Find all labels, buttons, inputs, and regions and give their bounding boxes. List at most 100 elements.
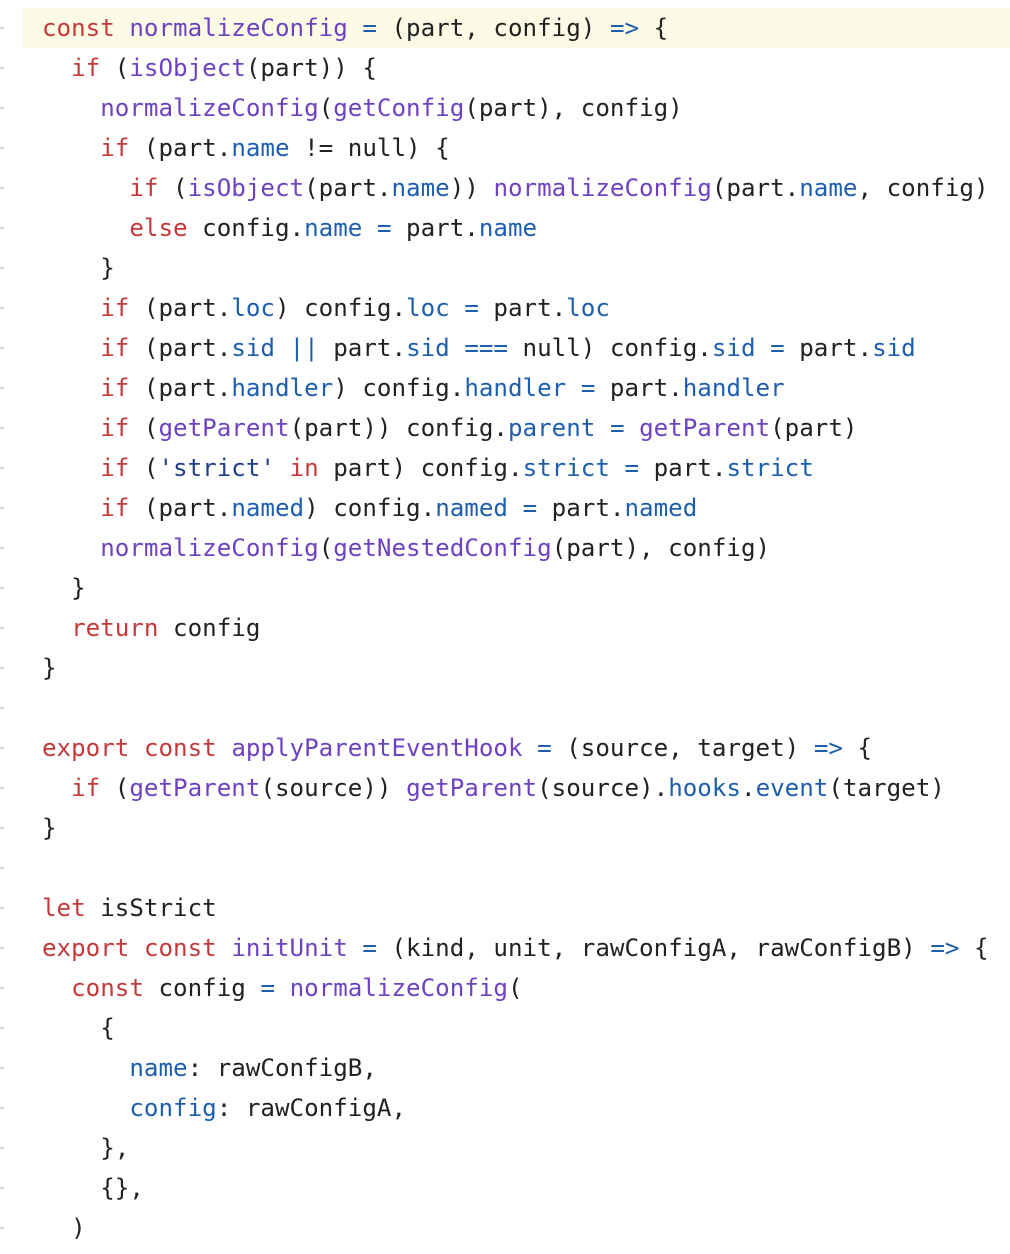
code-line-text: ) <box>0 1208 86 1248</box>
code-token: } <box>42 654 57 682</box>
code-token: { <box>959 934 989 962</box>
code-line[interactable]: if (part.loc) config.loc = part.loc <box>0 288 1010 328</box>
gutter-marker <box>0 347 4 349</box>
code-token: = <box>522 494 538 522</box>
code-token: = <box>362 14 377 42</box>
code-token: name <box>304 214 363 242</box>
gutter-marker <box>0 547 4 549</box>
code-token: = <box>580 374 596 402</box>
code-token: in <box>289 454 319 482</box>
code-token <box>348 934 363 962</box>
code-token <box>523 734 538 762</box>
code-line-text: if (part.loc) config.loc = part.loc <box>0 288 610 328</box>
code-token: ( <box>318 94 334 122</box>
code-line[interactable]: if ('strict' in part) config.strict = pa… <box>0 448 1010 488</box>
gutter-marker <box>0 67 4 69</box>
code-token: if <box>100 294 130 322</box>
code-line[interactable]: if (part.name != null) { <box>0 128 1010 168</box>
code-token: = <box>770 334 785 362</box>
code-line[interactable]: } <box>0 808 1010 848</box>
code-token: named <box>624 494 698 522</box>
code-token: { <box>42 1014 115 1042</box>
code-line[interactable]: export const initUnit = (kind, unit, raw… <box>0 928 1010 968</box>
code-line[interactable]: normalizeConfig(getNestedConfig(part), c… <box>0 528 1010 568</box>
code-token: (source)) <box>260 774 407 802</box>
code-line[interactable]: } <box>0 248 1010 288</box>
gutter-marker <box>0 1227 4 1229</box>
code-token: => <box>813 734 843 762</box>
code-token: {}, <box>42 1174 144 1202</box>
code-line[interactable]: config: rawConfigA, <box>0 1088 1010 1128</box>
code-token: let <box>42 894 86 922</box>
code-line[interactable]: else config.name = part.name <box>0 208 1010 248</box>
code-line[interactable]: return config <box>0 608 1010 648</box>
code-token <box>42 214 129 242</box>
code-token <box>275 334 290 362</box>
code-line[interactable]: if (part.named) config.named = part.name… <box>0 488 1010 528</box>
code-token: strict <box>726 454 814 482</box>
code-token <box>42 174 129 202</box>
code-token <box>450 294 465 322</box>
gutter-marker <box>0 427 4 429</box>
code-line[interactable]: } <box>0 648 1010 688</box>
code-line-text: name: rawConfigB, <box>0 1048 377 1088</box>
code-line[interactable]: if (getParent(part)) config.parent = get… <box>0 408 1010 448</box>
code-token: config <box>143 974 261 1002</box>
code-line-text: if (isObject(part.name)) normalizeConfig… <box>0 168 989 208</box>
code-token: = <box>362 934 377 962</box>
code-line-text: if (getParent(part)) config.parent = get… <box>0 408 857 448</box>
code-token: isObject <box>129 54 246 82</box>
code-token: ( <box>129 414 159 442</box>
code-line-text: const normalizeConfig = (part, config) =… <box>42 8 668 48</box>
code-line[interactable] <box>0 688 1010 728</box>
code-line[interactable]: {}, <box>0 1168 1010 1208</box>
gutter-marker <box>0 747 4 749</box>
code-token: , config) <box>857 174 989 202</box>
code-token: } <box>42 814 57 842</box>
code-token: === <box>464 334 508 362</box>
code-line[interactable]: name: rawConfigB, <box>0 1048 1010 1088</box>
gutter-marker <box>0 27 4 29</box>
code-line[interactable]: } <box>0 568 1010 608</box>
code-token: event <box>755 774 829 802</box>
gutter-marker <box>0 867 4 869</box>
code-area[interactable]: const normalizeConfig = (part, config) =… <box>0 8 1010 1248</box>
code-token: normalizeConfig <box>100 534 319 562</box>
code-token: getNestedConfig <box>333 534 552 562</box>
code-line[interactable]: }, <box>0 1128 1010 1168</box>
code-line[interactable]: const config = normalizeConfig( <box>0 968 1010 1008</box>
code-line[interactable]: ) <box>0 1208 1010 1248</box>
code-token: part) config. <box>318 454 523 482</box>
code-token: if <box>129 174 159 202</box>
code-token: (part. <box>129 134 232 162</box>
code-line[interactable]: if (part.sid || part.sid === null) confi… <box>0 328 1010 368</box>
code-line[interactable] <box>0 848 1010 888</box>
code-line[interactable]: if (getParent(source)) getParent(source)… <box>0 768 1010 808</box>
code-line[interactable]: let isStrict <box>0 888 1010 928</box>
code-token <box>42 454 100 482</box>
code-line-text: if (isObject(part)) { <box>0 48 377 88</box>
code-line[interactable]: export const applyParentEventHook = (sou… <box>0 728 1010 768</box>
code-line[interactable]: normalizeConfig(getConfig(part), config) <box>0 88 1010 128</box>
code-line-current[interactable]: const normalizeConfig = (part, config) =… <box>22 8 1010 48</box>
code-token <box>610 454 625 482</box>
code-token: = <box>609 414 625 442</box>
code-token: ( <box>158 174 188 202</box>
code-token <box>217 734 232 762</box>
gutter-marker <box>0 187 4 189</box>
gutter-marker <box>0 987 4 989</box>
code-token <box>275 974 290 1002</box>
code-line-text: export const initUnit = (kind, unit, raw… <box>0 928 989 968</box>
code-line[interactable]: { <box>0 1008 1010 1048</box>
code-line-text: normalizeConfig(getConfig(part), config) <box>0 88 683 128</box>
code-line[interactable]: if (part.handler) config.handler = part.… <box>0 368 1010 408</box>
code-token: const <box>143 934 217 962</box>
code-token: if <box>71 54 101 82</box>
code-line[interactable]: if (isObject(part.name)) normalizeConfig… <box>0 168 1010 208</box>
code-token: ( <box>129 454 159 482</box>
code-line[interactable]: if (isObject(part)) { <box>0 48 1010 88</box>
code-token <box>42 374 100 402</box>
code-token: (part. <box>129 494 232 522</box>
code-token <box>42 1094 129 1122</box>
